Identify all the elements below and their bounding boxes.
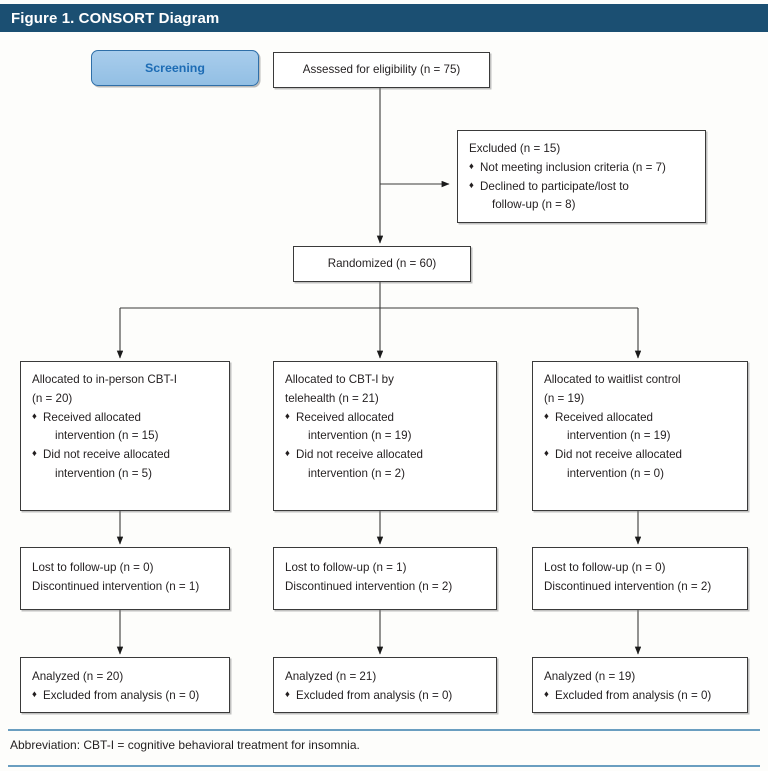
node-allocation-left-heading-2: (n = 20) [32, 391, 73, 405]
node-allocation-left-bullet-2-cont: intervention (n = 5) [55, 466, 152, 480]
node-assessed-text: Assessed for eligibility (n = 75) [302, 62, 461, 76]
node-excluded: Excluded (n = 15) ♦ Not meeting inclusio… [457, 130, 706, 223]
node-followup-left-line-2: Discontinued intervention (n = 1) [32, 579, 200, 593]
node-analyzed-left-heading: Analyzed (n = 20) [32, 670, 124, 683]
bullet-icon: ♦ [544, 448, 549, 460]
node-allocation-left-bullet-2: ♦ Did not receive allocated intervention… [32, 446, 219, 484]
node-allocation-middle-bullet-1-cont: intervention (n = 19) [308, 429, 412, 443]
node-excluded-bullet-2-text: Declined to participate/lost to [480, 179, 629, 193]
node-allocation-left-bullet-2-text: Did not receive allocated [43, 448, 170, 462]
bullet-icon: ♦ [285, 410, 290, 422]
node-followup-middle-line-1: Lost to follow-up (n = 1) [285, 561, 407, 574]
node-assessed-for-eligibility: Assessed for eligibility (n = 75) [273, 52, 490, 88]
node-analyzed-right: Analyzed (n = 19) ♦ Excluded from analys… [532, 657, 748, 713]
node-excluded-bullet-1-text: Not meeting inclusion criteria (n = 7) [480, 160, 666, 174]
node-allocation-left-bullet-1: ♦ Received allocated intervention (n = 1… [32, 409, 219, 447]
node-analyzed-middle-bullet-1-text: Excluded from analysis (n = 0) [296, 688, 453, 702]
stage-label-screening-text: Screening [145, 61, 205, 75]
node-followup-middle: Lost to follow-up (n = 1) Discontinued i… [273, 547, 497, 610]
node-analyzed-right-bullet-1: ♦ Excluded from analysis (n = 0) [544, 687, 737, 706]
node-allocation-right-bullet-2: ♦ Did not receive allocated intervention… [544, 446, 737, 484]
node-allocation-middle-bullet-1-text: Received allocated [296, 410, 394, 424]
node-allocation-middle-heading-2: telehealth (n = 21) [285, 391, 379, 405]
node-analyzed-middle-bullet-1: ♦ Excluded from analysis (n = 0) [285, 687, 486, 706]
figure-title-bar: Figure 1. CONSORT Diagram [0, 4, 768, 32]
node-allocation-middle-bullet-2-text: Did not receive allocated [296, 448, 423, 462]
node-analyzed-middle: Analyzed (n = 21) ♦ Excluded from analys… [273, 657, 497, 713]
node-allocation-middle-bullet-2: ♦ Did not receive allocated intervention… [285, 446, 486, 484]
bullet-icon: ♦ [544, 688, 549, 700]
bullet-icon: ♦ [32, 688, 37, 700]
bullet-icon: ♦ [285, 448, 290, 460]
connector-layer [116, 88, 642, 655]
node-analyzed-right-bullet-1-text: Excluded from analysis (n = 0) [555, 688, 712, 702]
node-allocation-left-bullet-1-text: Received allocated [43, 410, 141, 424]
node-allocation-right-bullet-2-cont: intervention (n = 0) [567, 466, 664, 480]
diagram-canvas: Screening Assessed for eligibility (n = … [0, 32, 768, 729]
node-followup-right-line-1: Lost to follow-up (n = 0) [544, 561, 666, 574]
bullet-icon: ♦ [469, 179, 474, 191]
footnote-abbreviation: Abbreviation: CBT-I = cognitive behavior… [10, 738, 360, 752]
node-allocation-middle: Allocated to CBT-I by telehealth (n = 21… [273, 361, 497, 511]
node-followup-right: Lost to follow-up (n = 0) Discontinued i… [532, 547, 748, 610]
node-followup-right-line-2: Discontinued intervention (n = 2) [544, 579, 712, 593]
node-excluded-bullet-2-cont: follow-up (n = 8) [492, 198, 576, 212]
node-allocation-middle-bullet-2-cont: intervention (n = 2) [308, 466, 405, 480]
footnote-divider-top [8, 729, 760, 731]
node-allocation-right-bullet-1-cont: intervention (n = 19) [567, 429, 671, 443]
node-randomized-text: Randomized (n = 60) [327, 256, 437, 270]
node-excluded-bullet-1: ♦ Not meeting inclusion criteria (n = 7) [469, 159, 695, 178]
node-allocation-middle-bullet-1: ♦ Received allocated intervention (n = 1… [285, 409, 486, 447]
node-allocation-left-heading-1: Allocated to in-person CBT-I [32, 373, 177, 386]
bullet-icon: ♦ [32, 410, 37, 422]
node-analyzed-right-heading: Analyzed (n = 19) [544, 670, 636, 683]
node-allocation-right-heading-1: Allocated to waitlist control [544, 373, 681, 386]
node-allocation-right-bullet-1: ♦ Received allocated intervention (n = 1… [544, 409, 737, 447]
node-excluded-heading: Excluded (n = 15) [469, 142, 561, 155]
page-title: Figure 1. CONSORT Diagram [11, 9, 220, 27]
node-analyzed-middle-heading: Analyzed (n = 21) [285, 670, 377, 683]
node-followup-left-line-1: Lost to follow-up (n = 0) [32, 561, 154, 574]
bullet-icon: ♦ [32, 448, 37, 460]
node-analyzed-left: Analyzed (n = 20) ♦ Excluded from analys… [20, 657, 230, 713]
node-analyzed-left-bullet-1: ♦ Excluded from analysis (n = 0) [32, 687, 219, 706]
node-allocation-right-bullet-2-text: Did not receive allocated [555, 448, 682, 462]
bullet-icon: ♦ [469, 160, 474, 172]
node-allocation-left: Allocated to in-person CBT-I (n = 20) ♦ … [20, 361, 230, 511]
node-analyzed-left-bullet-1-text: Excluded from analysis (n = 0) [43, 688, 200, 702]
node-allocation-right-heading-2: (n = 19) [544, 391, 585, 405]
stage-label-screening[interactable]: Screening [91, 50, 259, 86]
node-followup-middle-line-2: Discontinued intervention (n = 2) [285, 579, 453, 593]
footnote-divider-bottom [8, 765, 760, 767]
node-followup-left: Lost to follow-up (n = 0) Discontinued i… [20, 547, 230, 610]
node-allocation-right-bullet-1-text: Received allocated [555, 410, 653, 424]
figure-footnote-zone: Abbreviation: CBT-I = cognitive behavior… [0, 729, 768, 771]
node-allocation-left-bullet-1-cont: intervention (n = 15) [55, 429, 159, 443]
bullet-icon: ♦ [285, 688, 290, 700]
node-randomized: Randomized (n = 60) [293, 246, 471, 282]
node-excluded-bullet-2: ♦ Declined to participate/lost to follow… [469, 178, 695, 216]
node-allocation-middle-heading-1: Allocated to CBT-I by [285, 373, 394, 386]
bullet-icon: ♦ [544, 410, 549, 422]
node-allocation-right: Allocated to waitlist control (n = 19) ♦… [532, 361, 748, 511]
